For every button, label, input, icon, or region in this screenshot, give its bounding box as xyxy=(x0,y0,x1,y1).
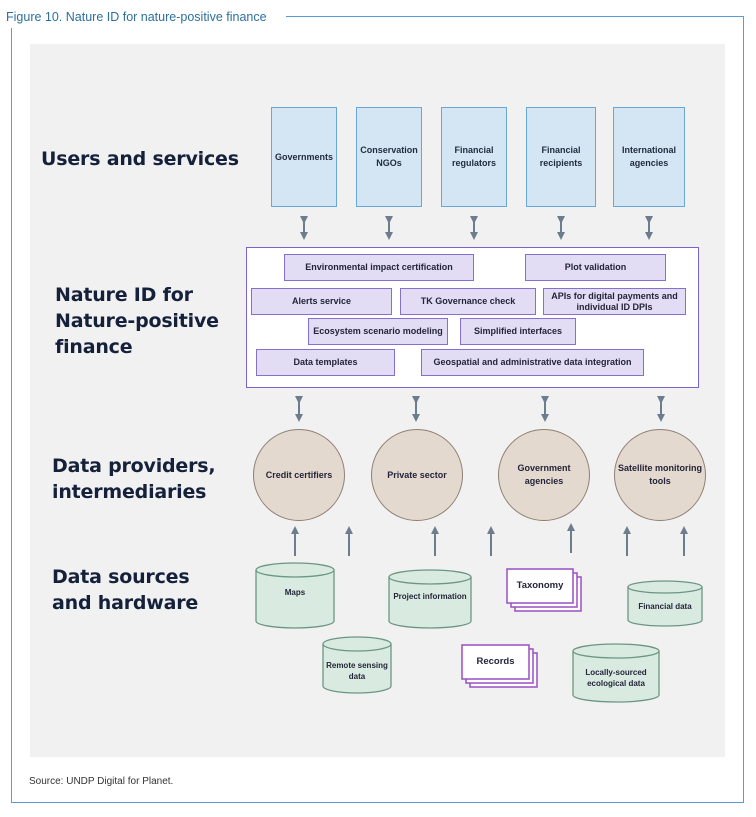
provider-government-agencies: Government agencies xyxy=(498,429,590,521)
source-remote-sensing-label: Remote sensing data xyxy=(326,661,388,681)
cylinder-project-information xyxy=(388,569,472,629)
user-box-financial-regulators: Financial regulators xyxy=(441,107,507,207)
source-project-information-label: Project information xyxy=(393,592,467,601)
row-label-nature-id: Nature ID for Nature-positive finance xyxy=(55,284,219,358)
stack-records xyxy=(461,644,538,688)
source-maps-label: Maps xyxy=(284,588,306,597)
cylinder-financial-data xyxy=(627,580,703,627)
row-label-sources: Data sources and hardware xyxy=(52,566,199,614)
service-tk-governance: TK Governance check xyxy=(400,288,536,315)
stack-taxonomy xyxy=(506,568,582,612)
service-ecosystem-modeling: Ecosystem scenario modeling xyxy=(308,318,448,345)
figure-source: Source: UNDP Digital for Planet. xyxy=(29,776,174,787)
provider-credit-certifiers: Credit certifiers xyxy=(253,429,345,521)
cylinder-remote-sensing xyxy=(322,636,392,694)
user-box-governments: Governments xyxy=(271,107,337,207)
user-box-financial-recipients: Financial recipients xyxy=(526,107,596,207)
source-locally-sourced-label: Locally-sourced ecological data xyxy=(585,668,647,688)
service-data-templates: Data templates xyxy=(256,349,395,376)
figure-title: Figure 10. Nature ID for nature-positive… xyxy=(0,6,277,28)
source-financial-data-label: Financial data xyxy=(638,602,692,611)
service-plot-validation: Plot validation xyxy=(525,254,666,281)
cylinder-locally-sourced xyxy=(572,643,660,703)
frame-top-border xyxy=(286,16,744,17)
provider-private-sector: Private sector xyxy=(371,429,463,521)
cylinder-maps xyxy=(255,562,335,629)
service-geospatial-integration: Geospatial and administrative data integ… xyxy=(421,349,644,376)
source-taxonomy-label: Taxonomy xyxy=(516,580,564,591)
user-box-international-agencies: International agencies xyxy=(613,107,685,207)
service-alerts: Alerts service xyxy=(251,288,392,315)
source-records-label: Records xyxy=(476,656,515,667)
service-simplified-interfaces: Simplified interfaces xyxy=(460,318,576,345)
user-box-conservation-ngos: Conservation NGOs xyxy=(356,107,422,207)
provider-satellite-tools: Satellite monitoring tools xyxy=(614,429,706,521)
service-environmental-impact: Environmental impact certification xyxy=(284,254,474,281)
service-apis-digital-payments: APIs for digital payments and individual… xyxy=(543,288,686,315)
row-label-users: Users and services xyxy=(41,148,239,170)
figure-frame xyxy=(11,17,744,803)
row-label-providers: Data providers, intermediaries xyxy=(52,455,216,503)
